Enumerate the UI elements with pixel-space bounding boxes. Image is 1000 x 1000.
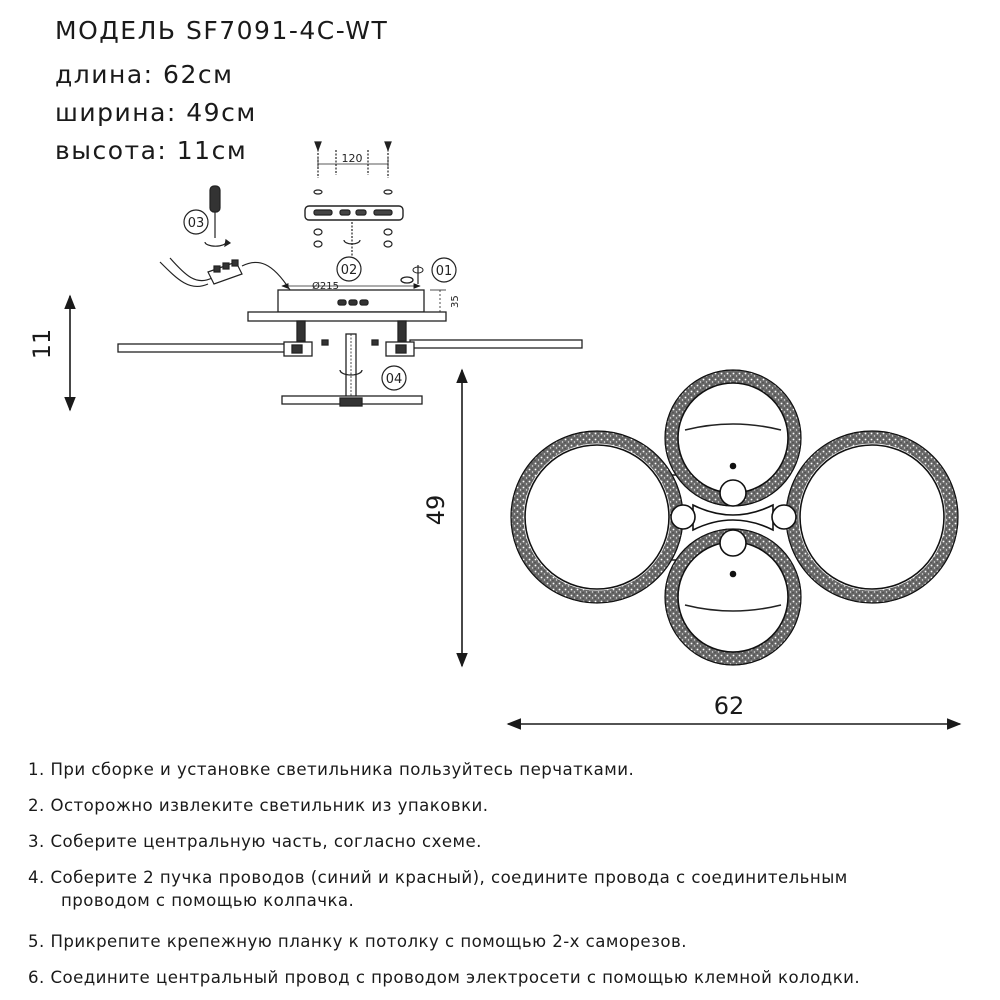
plan-height-dimension: 49 <box>422 368 468 668</box>
height-spec: высота: 11см <box>55 136 248 165</box>
instruction-item-continued: проводом с помощью колпачка. <box>61 891 355 910</box>
instruction-item: 2. Осторожно извлеките светильник из упа… <box>28 796 489 815</box>
plan-width-dimension: 62 <box>506 692 962 730</box>
model-title: МОДЕЛЬ SF7091-4C-WT <box>55 16 389 45</box>
instruction-item: 5. Прикрепите крепежную планку к потолку… <box>28 932 687 951</box>
svg-text:49: 49 <box>422 495 450 526</box>
svg-text:03: 03 <box>188 216 205 231</box>
svg-text:04: 04 <box>386 372 403 387</box>
lamp-side-view <box>117 311 583 407</box>
svg-text:11: 11 <box>28 329 56 360</box>
callout-02: 02 <box>336 256 362 282</box>
svg-text:01: 01 <box>436 264 453 279</box>
lamp-plan-view <box>510 369 959 666</box>
callout-01: 01 <box>412 257 457 284</box>
instruction-item: 6. Соедините центральный провод с провод… <box>28 968 861 987</box>
callout-03: 03 <box>183 209 209 235</box>
canopy: Ø215 35 <box>277 276 461 313</box>
width-spec: ширина: 49см <box>55 98 257 127</box>
ring-right <box>785 430 959 604</box>
instruction-item: 3. Соберите центральную часть, согласно … <box>28 832 482 851</box>
side-height-dimension: 11 <box>28 294 76 412</box>
assembly-diagram: Ø215 35 01 02 <box>28 141 962 730</box>
instruction-item: 1. При сборке и установке светильника по… <box>28 760 635 779</box>
ring-left <box>510 430 684 604</box>
instruction-list: 1. При сборке и установке светильника по… <box>28 752 993 996</box>
svg-text:02: 02 <box>341 263 358 278</box>
callout-04: 04 <box>381 365 407 391</box>
svg-text:62: 62 <box>714 692 745 720</box>
center-hub <box>670 462 797 578</box>
canopy-height-label: 35 <box>450 295 461 308</box>
mount-spacing-label: 120 <box>342 152 363 165</box>
instruction-item: 4. Соберите 2 пучка проводов (синий и кр… <box>28 868 848 887</box>
length-spec: длина: 62см <box>55 60 234 89</box>
mounting-hardware <box>304 141 404 264</box>
terminal-block <box>159 257 291 291</box>
screwdriver-icon <box>204 185 232 248</box>
